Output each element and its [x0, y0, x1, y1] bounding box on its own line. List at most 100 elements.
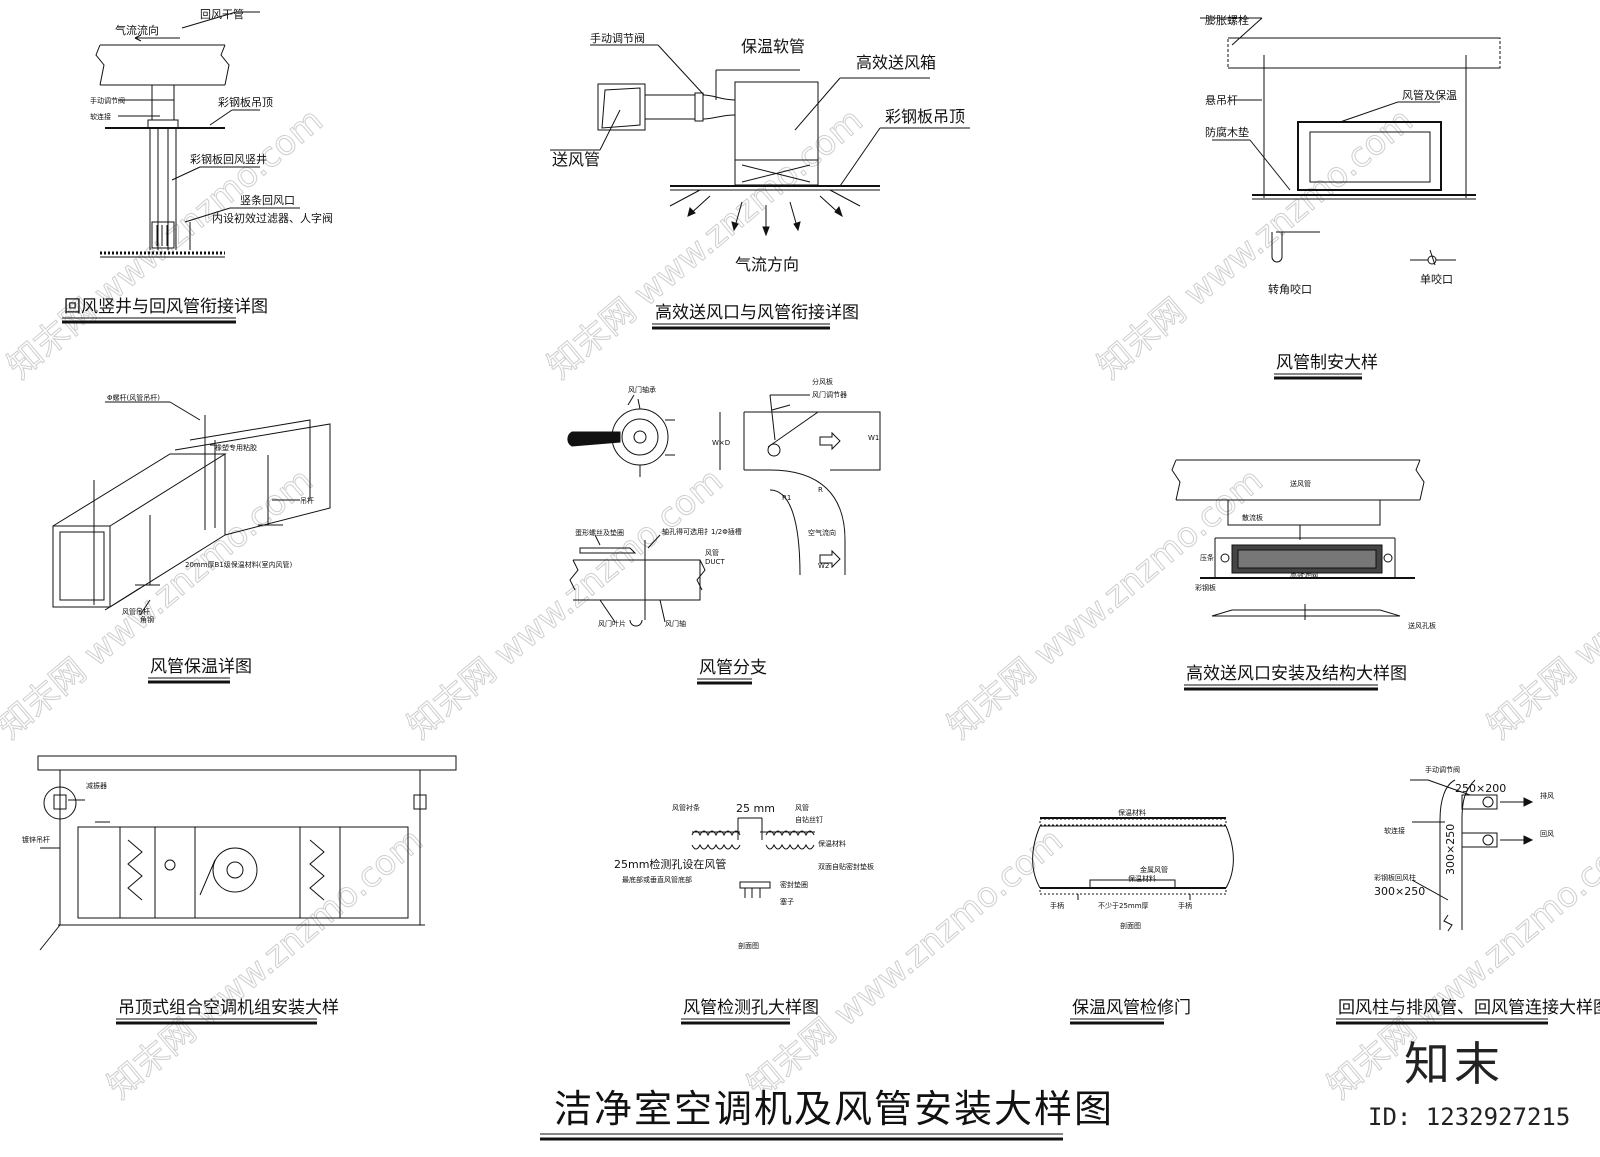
label-insulation: 保温材料	[818, 839, 846, 848]
label-flexible-joint: 软连接	[90, 112, 111, 121]
panel-ahu-install	[37, 755, 457, 951]
label-duct-insulation: 风管及保温	[1402, 88, 1457, 102]
brand-logo: 知末	[1404, 1037, 1504, 1091]
label-section: 剖面图	[738, 941, 759, 950]
label-duct-hanger: 风管吊杆	[122, 607, 150, 616]
label-steel-ceiling: 彩钢板吊顶	[218, 95, 273, 109]
label-duct: 风管	[795, 803, 809, 812]
panel-duct-fabrication	[1200, 17, 1501, 266]
panel-access-door	[1032, 817, 1234, 900]
label-manual-damper: 手动调节阀	[90, 96, 125, 105]
panel-title-access-door: 保温风管检修门	[1072, 998, 1191, 1018]
label-damper-shaft: 风门轴	[665, 619, 686, 628]
label-corner-seam: 转角咬口	[1268, 282, 1312, 296]
label-seal-plate: 双面自贴密封垫板	[818, 862, 874, 871]
label-hole-note-2: 最底部或垂直风管底部	[622, 875, 692, 884]
watermark: 知末网 www.znzmo.com	[940, 460, 1271, 746]
label-thickness: 不少于25mm厚	[1098, 902, 1149, 910]
label-return-grille: 竖条回风口	[240, 193, 295, 207]
label-r: R	[818, 486, 823, 494]
label-manual-damper: 手动调节阀	[590, 31, 645, 45]
label-supply-duct: 送风管	[1290, 479, 1311, 488]
label-hole-note-1: 25mm检测孔设在风管	[614, 857, 726, 871]
label-seal-washer: 密封垫圈	[780, 880, 808, 889]
label-airflow-direction: 气流流向	[115, 23, 159, 37]
panel-return-shaft-labels: 回风干管 气流流向 手动调节阀 软连接 彩钢板吊顶 彩钢板回风竖井 竖条回风口 …	[62, 7, 333, 324]
label-splitter: 分风板	[812, 377, 833, 386]
watermark-layer: 知末网 www.znzmo.com 知末网 www.znzmo.com 知末网 …	[0, 100, 1600, 1107]
panel-test-hole	[691, 817, 815, 898]
panel-title-duct-branch: 风管分支	[699, 658, 767, 678]
panel-title-return-shaft: 回风竖井与回风管衔接详图	[64, 297, 268, 317]
panel-title-duct-fabrication: 风管制安大样	[1276, 353, 1378, 373]
label-steel-ceiling: 彩钢板吊顶	[885, 107, 965, 126]
label-threaded-rod: Φ螺杆(风管吊杆)	[107, 393, 160, 402]
label-steel-plate: 彩钢板	[1195, 583, 1216, 592]
label-hepa-filter: 高效滤网	[1290, 571, 1318, 580]
label-exhaust: 排风	[1540, 791, 1554, 800]
watermark: 知末网 www.znzmo.com	[540, 100, 871, 386]
label-nut-washer: 蛋形螺丝及垫圈	[575, 528, 624, 537]
label-duct-en: DUCT	[705, 558, 725, 566]
label-expansion-bolt: 膨胀螺栓	[1205, 13, 1249, 27]
label-steel-column: 彩钢板回风柱	[1374, 873, 1416, 882]
label-25mm: 25 mm	[736, 802, 775, 815]
label-shaft-slot: 轴孔得可选用扌1/2Φ插槽	[662, 527, 742, 536]
label-wxd: W×D	[712, 439, 730, 447]
label-galv-rod: 镀锌吊杆	[22, 835, 50, 844]
panel-return-column-labels: 手动调节阀 250×200 排风 回风 软连接 彩钢板回风柱 300×250 3…	[1336, 765, 1600, 1025]
label-insulation-spec: 20mm厚B1级保温材料(室内风管)	[185, 560, 293, 569]
panel-title-hepa-outlet: 高效送风口与风管衔接详图	[655, 303, 859, 323]
label-handle-right: 手柄	[1178, 901, 1192, 910]
label-w1: W1	[868, 434, 879, 442]
label-dim-300x250-vertical: 300×250	[1444, 824, 1457, 875]
label-hanger-rod: 悬吊杆	[1205, 93, 1238, 107]
label-handle-left: 手柄	[1050, 901, 1064, 910]
panel-title-ahu: 吊顶式组合空调机组安装大样	[118, 998, 339, 1018]
label-damper-regulator: 风门调节器	[812, 390, 847, 399]
label-self-drill-screw: 自钻丝钉	[795, 815, 823, 824]
label-single-seam: 单咬口	[1420, 272, 1453, 286]
label-steel-shaft: 彩钢板回风竖井	[190, 152, 267, 166]
watermark: 知末网 www.znzmo.com	[1480, 460, 1600, 746]
watermark: 知末网 www.znzmo.com	[0, 100, 331, 386]
label-damper-blade: 风门叶片	[598, 619, 626, 628]
panel-title-return-column: 回风柱与排风管、回风管连接大样图	[1338, 998, 1600, 1018]
panel-duct-insulation-labels: Φ螺杆(风管吊杆) 橡塑专用粘胶 吊杆 20mm厚B1级保温材料(室内风管) 角…	[107, 393, 314, 684]
label-supply-duct: 送风管	[552, 150, 600, 169]
panel-hepa-install-labels: 送风管 散流板 压条 高效滤网 彩钢板 送风孔板 高效送风口安装及结构大样图	[1184, 479, 1436, 691]
watermark: 知末网 www.znzmo.com	[100, 820, 431, 1106]
panel-ahu-install-labels: 减振器 镀锌吊杆 吊顶式组合空调机组安装大样	[22, 781, 339, 1025]
panel-return-column	[1410, 779, 1534, 932]
label-perforated-plate: 送风孔板	[1408, 621, 1436, 630]
panel-hepa-outlet-labels: 手动调节阀 保温软管 高效送风箱 彩钢板吊顶 送风管 气流方向 高效送风口与风管…	[552, 31, 965, 330]
label-insulation-top: 保温材料	[1118, 808, 1146, 817]
label-air-direction: 空气流向	[808, 528, 836, 537]
watermark: 知末网 www.znzmo.com	[740, 820, 1071, 1106]
watermark: 知末网 www.znzmo.com	[0, 460, 321, 746]
label-hepa-box: 高效送风箱	[856, 53, 936, 72]
label-dim-250x200: 250×200	[1455, 782, 1506, 795]
panel-duct-fabrication-labels: 膨胀螺栓 悬吊杆 风管及保温 防腐木垫 转角咬口 单咬口 风管制安大样	[1205, 13, 1457, 380]
label-dim-300x250: 300×250	[1374, 885, 1425, 898]
panel-title-duct-insulation: 风管保温详图	[150, 657, 252, 677]
label-section: 剖面图	[1120, 921, 1141, 930]
panel-title-hepa-install: 高效送风口安装及结构大样图	[1186, 664, 1407, 684]
panel-duct-insulation	[52, 401, 331, 616]
label-w2: W2	[818, 562, 829, 570]
label-duct: 风管	[705, 548, 719, 557]
label-insulation-door: 保温材料	[1128, 874, 1156, 883]
label-duct-strip: 风管衬条	[672, 803, 700, 812]
label-metal-duct: 金属风管	[1140, 865, 1168, 874]
label-filter-inside: 内设初效过滤器、人字阀	[212, 211, 333, 225]
panel-test-hole-labels: 风管衬条 25 mm 风管 自钻丝钉 保温材料 25mm检测孔设在风管 最底部或…	[614, 802, 874, 1025]
label-flex-joint: 软连接	[1384, 826, 1405, 835]
panel-duct-branch	[567, 394, 881, 627]
watermark: 知末网 www.znzmo.com	[400, 460, 731, 746]
label-manual-damper: 手动调节阀	[1425, 765, 1460, 774]
label-hanger: 吊杆	[300, 496, 314, 505]
label-damper-bearing: 风门轴承	[628, 385, 656, 394]
label-r1: R1	[782, 494, 791, 502]
watermark: 知末网 www.znzmo.com	[1090, 100, 1421, 386]
